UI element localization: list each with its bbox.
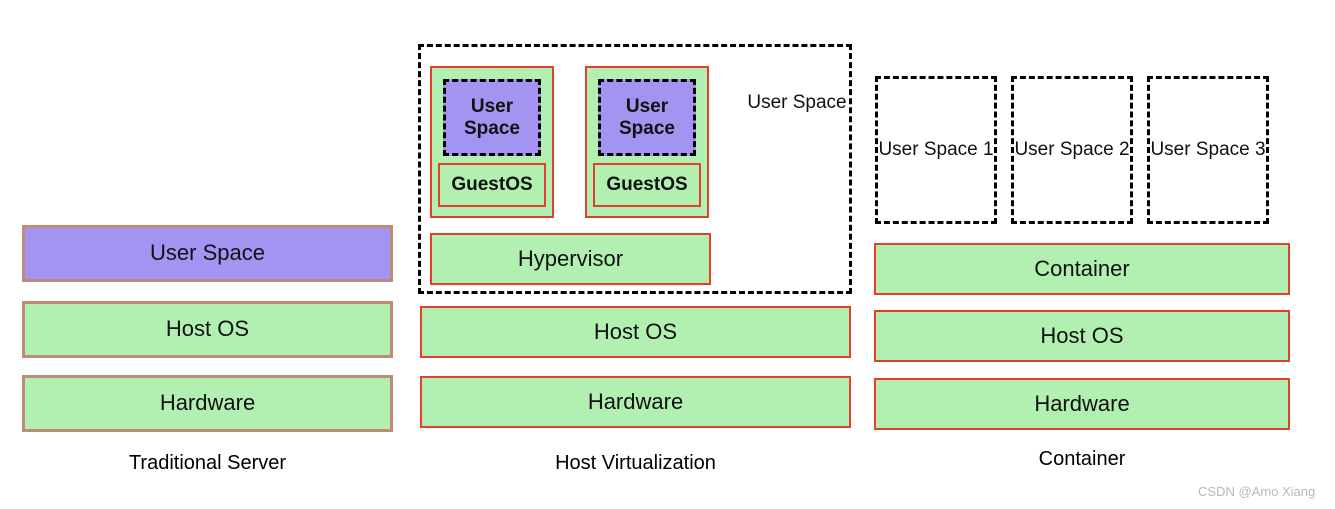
virtualization-hardware-box: Hardware bbox=[420, 376, 851, 428]
vm-2-guest-os-box: GuestOS bbox=[593, 163, 701, 207]
container-box: Container bbox=[874, 243, 1290, 295]
container-label: Container bbox=[1034, 255, 1130, 281]
vm-1-user-space-label: User Space bbox=[464, 96, 520, 139]
vm-1-user-space-box: User Space bbox=[443, 79, 541, 156]
traditional-host-os-box: Host OS bbox=[22, 301, 393, 358]
container-host-os-label: Host OS bbox=[1040, 322, 1124, 348]
traditional-host-os-label: Host OS bbox=[165, 316, 250, 342]
container-user-space-3-label: User Space 3 bbox=[1150, 139, 1266, 161]
caption-container: Container bbox=[1038, 448, 1126, 470]
container-host-os-box: Host OS bbox=[874, 310, 1290, 362]
virtualization-host-os-box: Host OS bbox=[420, 306, 851, 358]
traditional-user-space-label: User Space bbox=[150, 240, 265, 266]
container-user-space-2-box: User Space 2 bbox=[1011, 76, 1133, 224]
watermark: CSDN @Amo Xiang bbox=[1198, 484, 1316, 499]
vm-1-guest-os-label: GuestOS bbox=[451, 174, 533, 196]
container-hardware-label: Hardware bbox=[1034, 390, 1130, 416]
traditional-hardware-box: Hardware bbox=[22, 375, 393, 432]
caption-host-virtualization: Host Virtualization bbox=[555, 452, 716, 474]
container-user-space-2-label: User Space 2 bbox=[1014, 139, 1130, 161]
container-hardware-box: Hardware bbox=[874, 378, 1290, 430]
virtualization-host-os-label: Host OS bbox=[593, 318, 678, 344]
virtualization-hardware-label: Hardware bbox=[587, 388, 684, 414]
container-user-space-3-box: User Space 3 bbox=[1147, 76, 1269, 224]
virtualization-user-space-region-label-wrap: User Space bbox=[742, 70, 852, 136]
hypervisor-box: Hypervisor bbox=[430, 233, 711, 285]
container-user-space-1-box: User Space 1 bbox=[875, 76, 997, 224]
traditional-hardware-label: Hardware bbox=[159, 390, 256, 416]
container-user-space-1-label: User Space 1 bbox=[878, 139, 994, 161]
virtualization-user-space-region-label: User Space bbox=[747, 92, 847, 114]
hypervisor-label: Hypervisor bbox=[517, 245, 624, 271]
vm-2-user-space-label: User Space bbox=[619, 96, 675, 139]
caption-traditional-server: Traditional Server bbox=[128, 452, 287, 474]
traditional-user-space-box: User Space bbox=[22, 225, 393, 282]
vm-2-user-space-box: User Space bbox=[598, 79, 696, 156]
vm-1-guest-os-box: GuestOS bbox=[438, 163, 546, 207]
vm-2-guest-os-label: GuestOS bbox=[606, 174, 688, 196]
